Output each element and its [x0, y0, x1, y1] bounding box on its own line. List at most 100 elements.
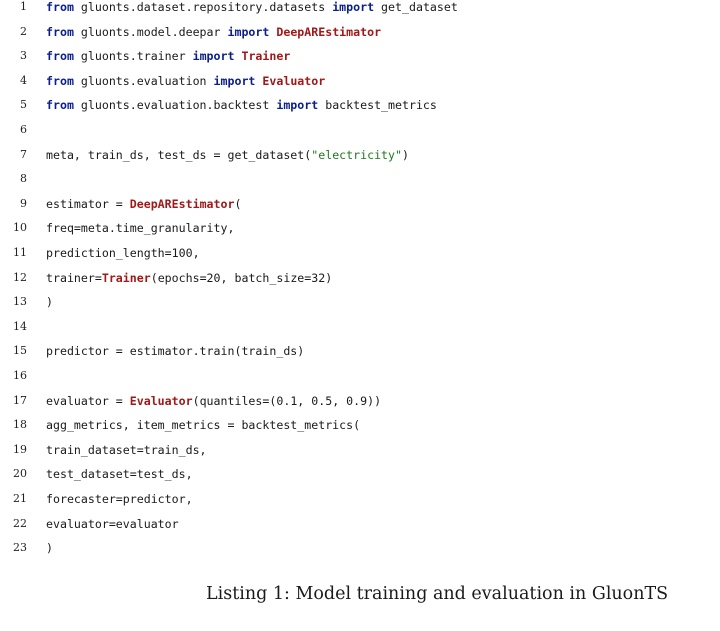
code-line: 10 freq=meta.time_granularity,: [0, 218, 720, 238]
line-number: 15: [13, 344, 27, 358]
line-code: from gluonts.evaluation import Evaluator: [46, 71, 325, 91]
class-token: DeepAREstimator: [276, 24, 382, 39]
line-number: 9: [20, 196, 27, 210]
line-number: 7: [20, 147, 27, 161]
line-code: predictor = estimator.train(train_ds): [46, 341, 304, 361]
code-line: 7 meta, train_ds, test_ds = get_dataset("…: [0, 145, 720, 165]
line-number: 6: [20, 123, 27, 136]
keyword-token: from: [46, 49, 74, 64]
line-number: 14: [13, 319, 27, 333]
line-number: 3: [20, 49, 27, 63]
code-line: 14: [0, 317, 720, 337]
code-line: 23): [0, 538, 720, 558]
line-number: 1: [20, 0, 27, 13]
line-number: 5: [20, 98, 27, 112]
code-line: 8: [0, 169, 720, 189]
line-number: 20: [13, 467, 27, 481]
code-line: 22 evaluator=evaluator: [0, 514, 720, 534]
line-code: ): [46, 538, 53, 558]
code-token: (: [234, 196, 242, 211]
code-line: 20 test_dataset=test_ds,: [0, 464, 720, 484]
line-number: 4: [20, 73, 27, 87]
code-token: predictor = estimator.train(train_ds): [46, 344, 305, 359]
class-token: Evaluator: [129, 393, 193, 408]
code-token: evaluator =: [46, 393, 130, 408]
code-token: agg_metrics, item_metrics = backtest_met…: [46, 418, 361, 433]
line-number: 22: [13, 516, 27, 530]
line-number: 16: [13, 369, 27, 382]
code-line: 11 prediction_length=100,: [0, 243, 720, 263]
class-token: Trainer: [241, 49, 291, 64]
line-code: meta, train_ds, test_ds = get_dataset("e…: [46, 145, 409, 165]
keyword-token: import: [213, 73, 256, 88]
line-code: freq=meta.time_granularity,: [46, 218, 234, 238]
code-token: gluonts.dataset.repository.datasets: [73, 0, 333, 14]
code-token: trainer=: [46, 270, 102, 285]
code-line: 17 evaluator = Evaluator(quantiles=(0.1, …: [0, 391, 720, 411]
code-token: ): [46, 541, 53, 556]
code-line: 21 forecaster=predictor,: [0, 489, 720, 509]
class-token: Evaluator: [262, 73, 326, 88]
code-line: 15 predictor = estimator.train(train_ds): [0, 341, 720, 361]
line-code: trainer=Trainer(epochs=20, batch_size=32…: [46, 268, 332, 288]
line-code: evaluator = Evaluator(quantiles=(0.1, 0.…: [46, 391, 381, 411]
keyword-token: import: [276, 98, 319, 113]
line-number: 12: [13, 270, 27, 284]
line-number: 19: [13, 442, 27, 456]
line-code: from gluonts.model.deepar import DeepARE…: [46, 22, 381, 42]
keyword-token: from: [46, 24, 74, 39]
keyword-token: import: [192, 49, 235, 64]
code-token: meta, train_ds, test_ds = get_dataset(: [46, 147, 312, 162]
line-code: prediction_length=100,: [46, 243, 200, 263]
keyword-token: from: [46, 0, 74, 14]
line-code: forecaster=predictor,: [46, 489, 193, 509]
code-line: 12 trainer=Trainer(epochs=20, batch_size=…: [0, 268, 720, 288]
line-number: 8: [20, 172, 27, 186]
line-number: 17: [13, 393, 27, 407]
code-token: forecaster=predictor,: [46, 492, 193, 506]
code-line: 2 from gluonts.model.deepar import DeepAR…: [0, 22, 720, 42]
line-number: 13: [13, 295, 27, 309]
line-number: 18: [13, 418, 27, 432]
line-code: estimator = DeepAREstimator(: [46, 194, 241, 214]
line-number: 21: [13, 492, 27, 505]
class-token: Trainer: [101, 270, 151, 285]
code-token: test_dataset=test_ds,: [46, 467, 193, 482]
code-line: 5 from gluonts.evaluation.backtest import…: [0, 95, 720, 115]
code-line: 1 from gluonts.dataset.repository.dataset…: [0, 0, 720, 17]
code-token: evaluator=evaluator: [46, 516, 179, 531]
code-token: get_dataset: [374, 0, 458, 14]
line-code: evaluator=evaluator: [46, 514, 179, 534]
code-line: 16: [0, 366, 720, 386]
code-token: prediction_length=100,: [46, 246, 200, 260]
line-code: agg_metrics, item_metrics = backtest_met…: [46, 415, 360, 435]
code-token: backtest_metrics: [318, 98, 437, 113]
line-number: 11: [13, 246, 27, 259]
line-code: train_dataset=train_ds,: [46, 440, 207, 460]
keyword-token: import: [332, 0, 375, 14]
code-token: estimator =: [46, 196, 130, 211]
code-line: 18 agg_metrics, item_metrics = backtest_m…: [0, 415, 720, 435]
code-token: ): [46, 295, 53, 310]
code-line: 9 estimator = DeepAREstimator(: [0, 194, 720, 214]
line-code: test_dataset=test_ds,: [46, 464, 193, 484]
line-number: 10: [13, 221, 27, 235]
keyword-token: from: [46, 73, 74, 88]
line-code: from gluonts.dataset.repository.datasets…: [46, 0, 458, 17]
string-token: "electricity": [311, 147, 402, 162]
code-token: (quantiles=(0.1, 0.5, 0.9)): [192, 393, 382, 408]
line-code: from gluonts.evaluation.backtest import …: [46, 95, 437, 115]
code-token: gluonts.model.deepar: [73, 24, 228, 39]
code-token: gluonts.evaluation: [73, 73, 214, 88]
code-token: train_dataset=train_ds,: [46, 442, 207, 457]
line-code: ): [46, 292, 53, 312]
code-line: 13): [0, 292, 720, 312]
code-token: ): [402, 147, 409, 162]
line-number: 23: [13, 541, 27, 555]
line-number: 2: [20, 24, 27, 38]
code-line: 19 train_dataset=train_ds,: [0, 440, 720, 460]
listing-caption: Listing 1: Model training and evaluation…: [206, 584, 669, 604]
code-line: 6: [0, 120, 720, 140]
code-token: gluonts.evaluation.backtest: [73, 98, 277, 113]
